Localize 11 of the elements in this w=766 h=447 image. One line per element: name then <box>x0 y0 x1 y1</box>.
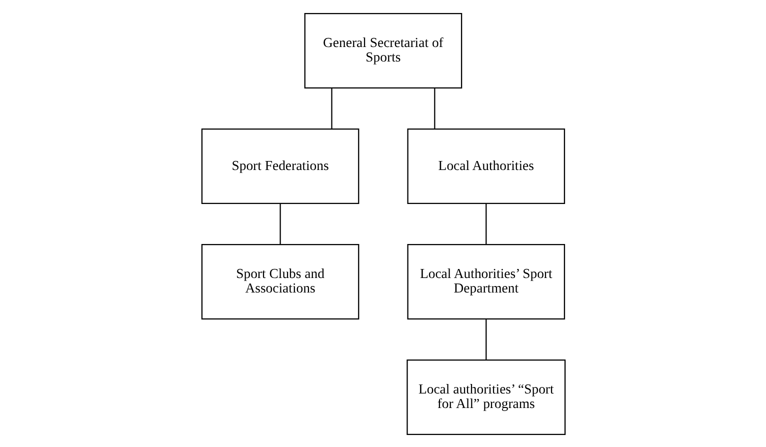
node-box: General Secretariat of Sports <box>304 12 462 88</box>
node-box: Local Authorities’ Sport Department <box>406 244 565 319</box>
connector <box>485 318 486 360</box>
connector <box>279 202 280 244</box>
node-box: Local Authorities <box>406 128 565 204</box>
connector <box>434 87 435 128</box>
node-box: Local authorities’ “Sport for All” programs <box>406 359 566 434</box>
node-box: Sport Federations <box>200 128 359 204</box>
connector <box>485 202 486 244</box>
connector <box>330 87 332 128</box>
node-box: Sport Clubs and Associations <box>200 244 359 319</box>
